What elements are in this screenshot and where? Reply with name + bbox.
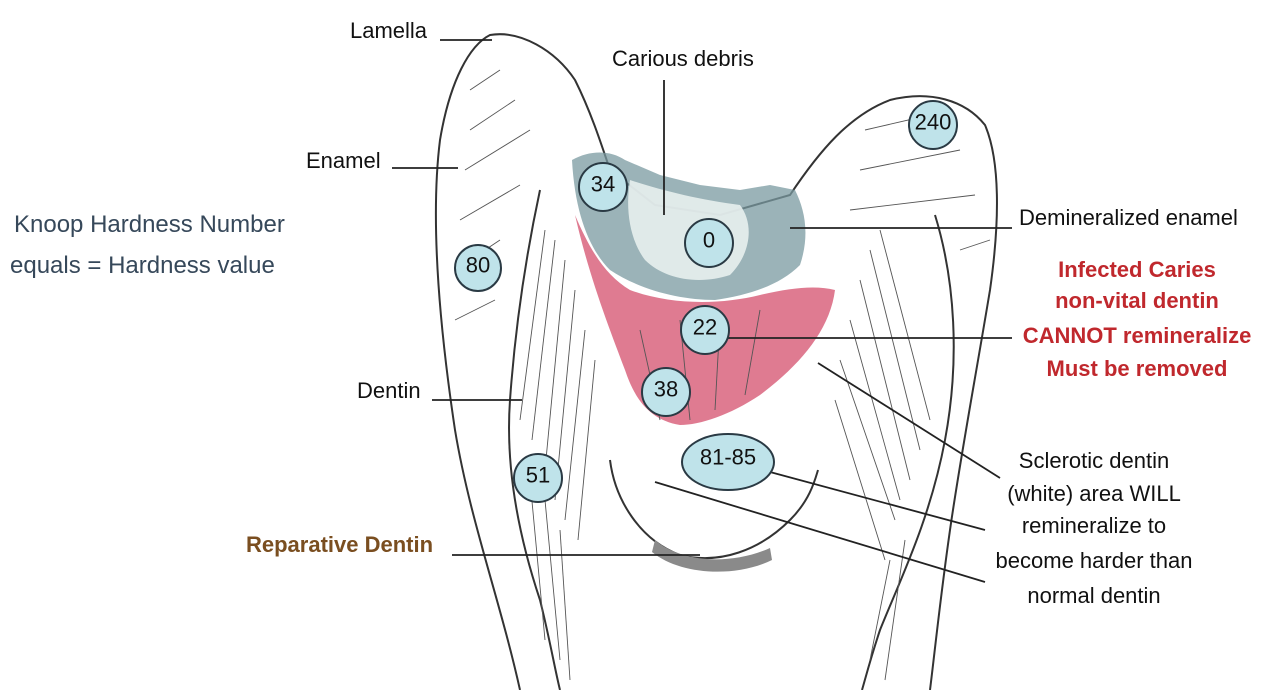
svg-text:become harder than: become harder than xyxy=(996,548,1193,573)
hardness-markers: 240 80 34 0 22 38 81-85 51 xyxy=(455,101,957,502)
label-demineralized-enamel: Demineralized enamel xyxy=(1019,205,1238,230)
svg-text:CANNOT remineralize: CANNOT remineralize xyxy=(1023,323,1252,348)
marker-38-label: 38 xyxy=(654,377,678,402)
svg-text:non-vital dentin: non-vital dentin xyxy=(1055,288,1219,313)
label-enamel: Enamel xyxy=(306,148,381,173)
svg-text:normal dentin: normal dentin xyxy=(1027,583,1160,608)
marker-34-label: 34 xyxy=(591,172,615,197)
khn-note: Knoop Hardness Number equals = Hardness … xyxy=(10,211,285,279)
label-lamella: Lamella xyxy=(350,18,428,43)
svg-text:equals = Hardness value: equals = Hardness value xyxy=(10,252,275,279)
svg-text:Sclerotic dentin: Sclerotic dentin xyxy=(1019,448,1169,473)
marker-80-label: 80 xyxy=(466,253,490,278)
marker-51-label: 51 xyxy=(526,463,550,488)
svg-text:Must be removed: Must be removed xyxy=(1047,356,1228,381)
marker-240-label: 240 xyxy=(915,110,952,135)
marker-0-label: 0 xyxy=(703,228,715,253)
sclerotic-dentin-note: Sclerotic dentin (white) area WILL remin… xyxy=(996,448,1193,608)
infected-caries-note: Infected Caries non-vital dentin CANNOT … xyxy=(1023,257,1252,381)
svg-text:Knoop Hardness Number: Knoop Hardness Number xyxy=(14,211,285,238)
svg-text:remineralize to: remineralize to xyxy=(1022,513,1166,538)
label-dentin: Dentin xyxy=(357,378,421,403)
svg-text:Infected Caries: Infected Caries xyxy=(1058,257,1216,282)
marker-81-85-label: 81-85 xyxy=(700,445,756,470)
marker-22-label: 22 xyxy=(693,315,717,340)
label-reparative-dentin: Reparative Dentin xyxy=(246,532,433,557)
label-carious-debris: Carious debris xyxy=(612,46,754,71)
svg-text:(white) area WILL: (white) area WILL xyxy=(1007,481,1181,506)
